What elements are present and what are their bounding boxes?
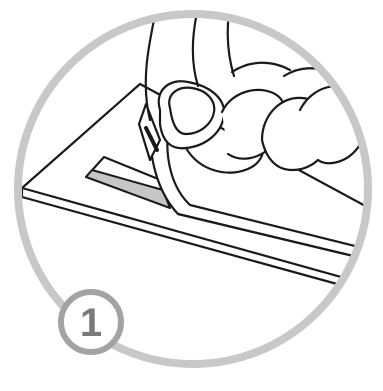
step-badge: 1 (58, 289, 124, 355)
step-number: 1 (80, 303, 102, 343)
